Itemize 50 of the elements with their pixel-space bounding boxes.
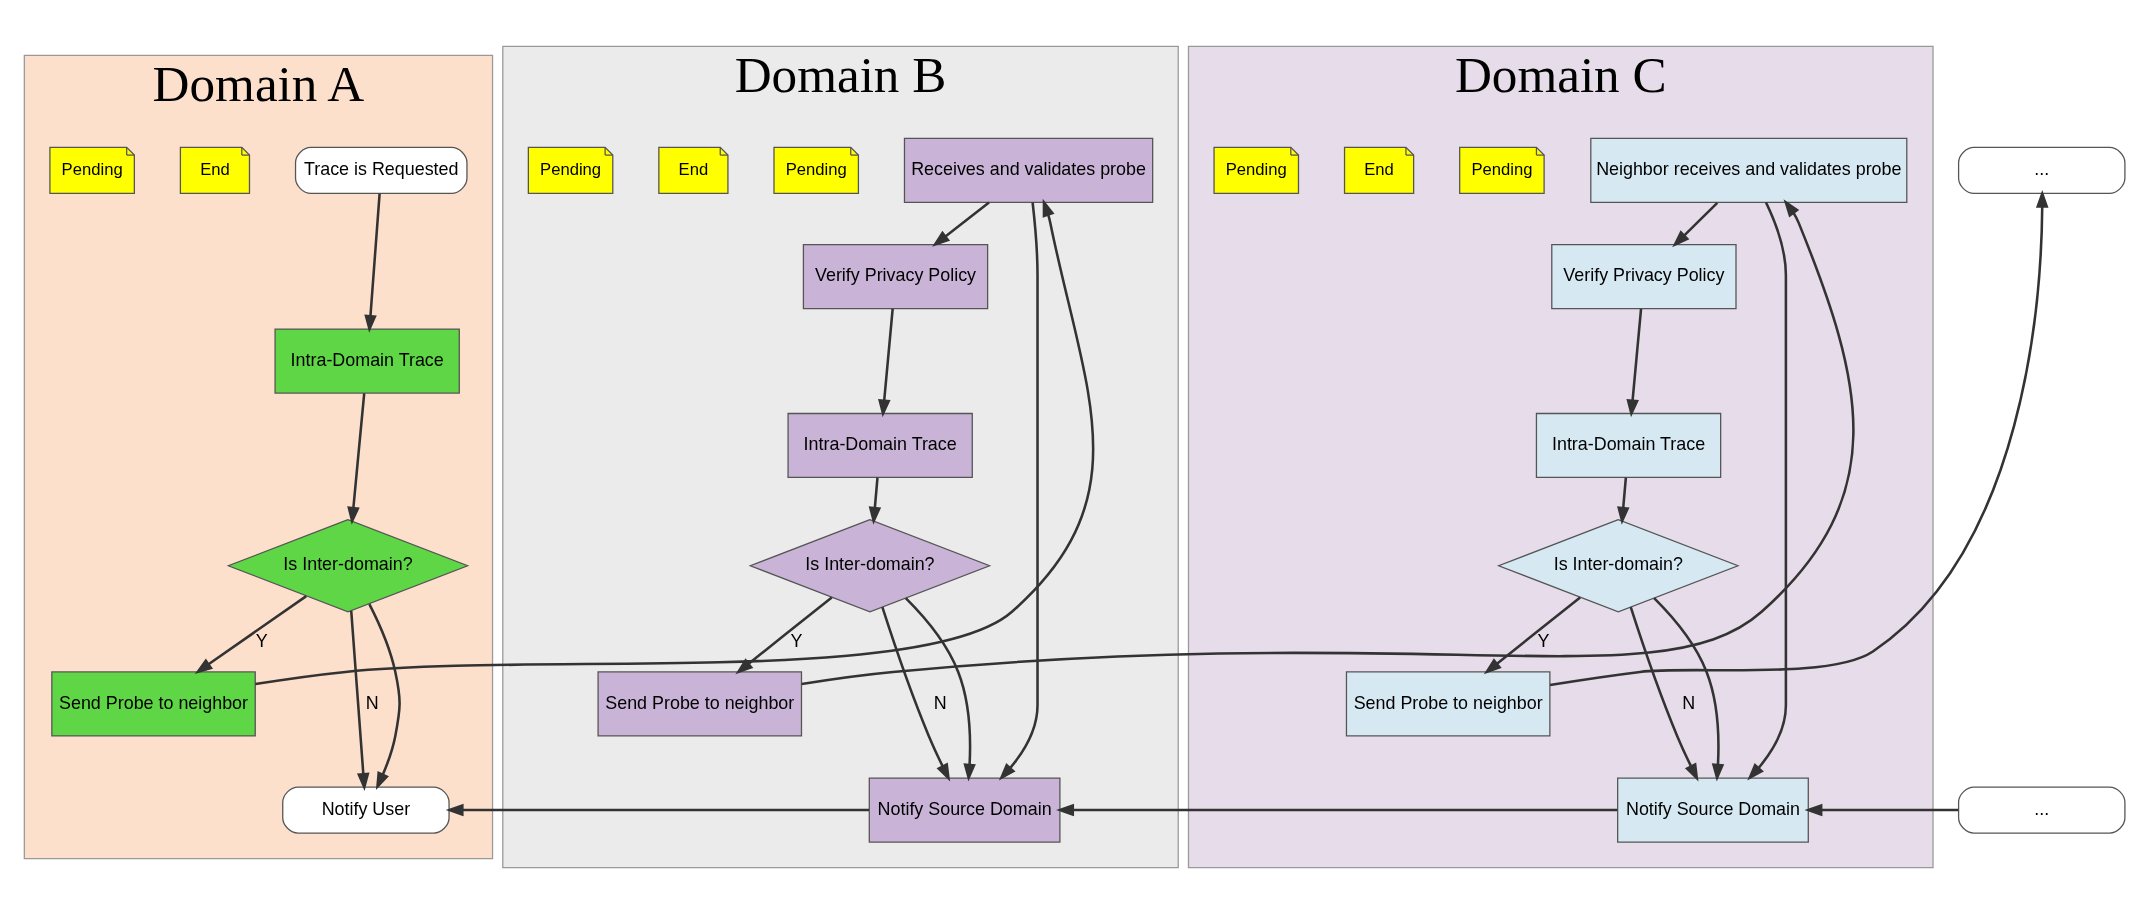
node-box: Send Probe to neighbor: [597, 671, 803, 737]
arrow: [1804, 803, 1959, 817]
arrow: [255, 198, 1095, 686]
node-box: Notify Source Domain: [868, 777, 1061, 843]
arrow: [1626, 308, 1643, 418]
arrow: [1672, 201, 1719, 248]
arrow: [349, 610, 370, 791]
arrow: [364, 193, 381, 333]
arrow: [1056, 803, 1618, 817]
node-diamond: Is Inter-domain?: [226, 519, 470, 613]
node-box: Receives and validates probe: [903, 137, 1154, 204]
node-box: Send Probe to neighbor: [51, 671, 256, 737]
arrow: [347, 393, 366, 525]
node-box: Trace is Requested: [294, 146, 468, 195]
arrow: [1629, 606, 1699, 782]
arrow: [881, 606, 951, 782]
edge-label: N: [933, 692, 947, 713]
edge-label: Y: [1537, 630, 1550, 651]
node-box: Send Probe to neighbor: [1345, 671, 1551, 737]
node-box: Intra-Domain Trace: [787, 412, 973, 479]
arrow: [878, 308, 894, 418]
node-box: ...: [1957, 786, 2126, 834]
arrow: [735, 596, 833, 675]
node-box: Verify Privacy Policy: [1551, 244, 1737, 310]
arrow: [904, 597, 976, 782]
arrow: [998, 202, 1039, 781]
node-box: Notify Source Domain: [1617, 777, 1809, 843]
arrow: [445, 803, 869, 817]
arrow: [1747, 201, 1788, 781]
arrow: [194, 595, 307, 674]
edge-label: Y: [255, 630, 268, 651]
arrow: [868, 477, 882, 525]
node-box: ...: [1957, 146, 2126, 195]
node-box: Verify Privacy Policy: [802, 244, 989, 310]
node-diamond: Is Inter-domain?: [1496, 519, 1740, 613]
arrow: [1483, 596, 1581, 675]
arrow: [1549, 189, 2049, 687]
edge-label: N: [365, 692, 379, 713]
arrow: [1617, 477, 1630, 525]
node-diamond: Is Inter-domain?: [748, 519, 992, 613]
arrow: [932, 201, 990, 247]
arrow: [801, 199, 1855, 686]
node-box: Intra-Domain Trace: [1535, 412, 1722, 479]
arrow: [368, 603, 401, 791]
node-box: Intra-Domain Trace: [274, 328, 460, 394]
edge-label: N: [1682, 692, 1696, 713]
node-box: Neighbor receives and validates probe: [1590, 137, 1908, 204]
edge-label: Y: [790, 630, 803, 651]
node-box: Notify User: [282, 786, 450, 834]
arrow: [1653, 597, 1725, 782]
